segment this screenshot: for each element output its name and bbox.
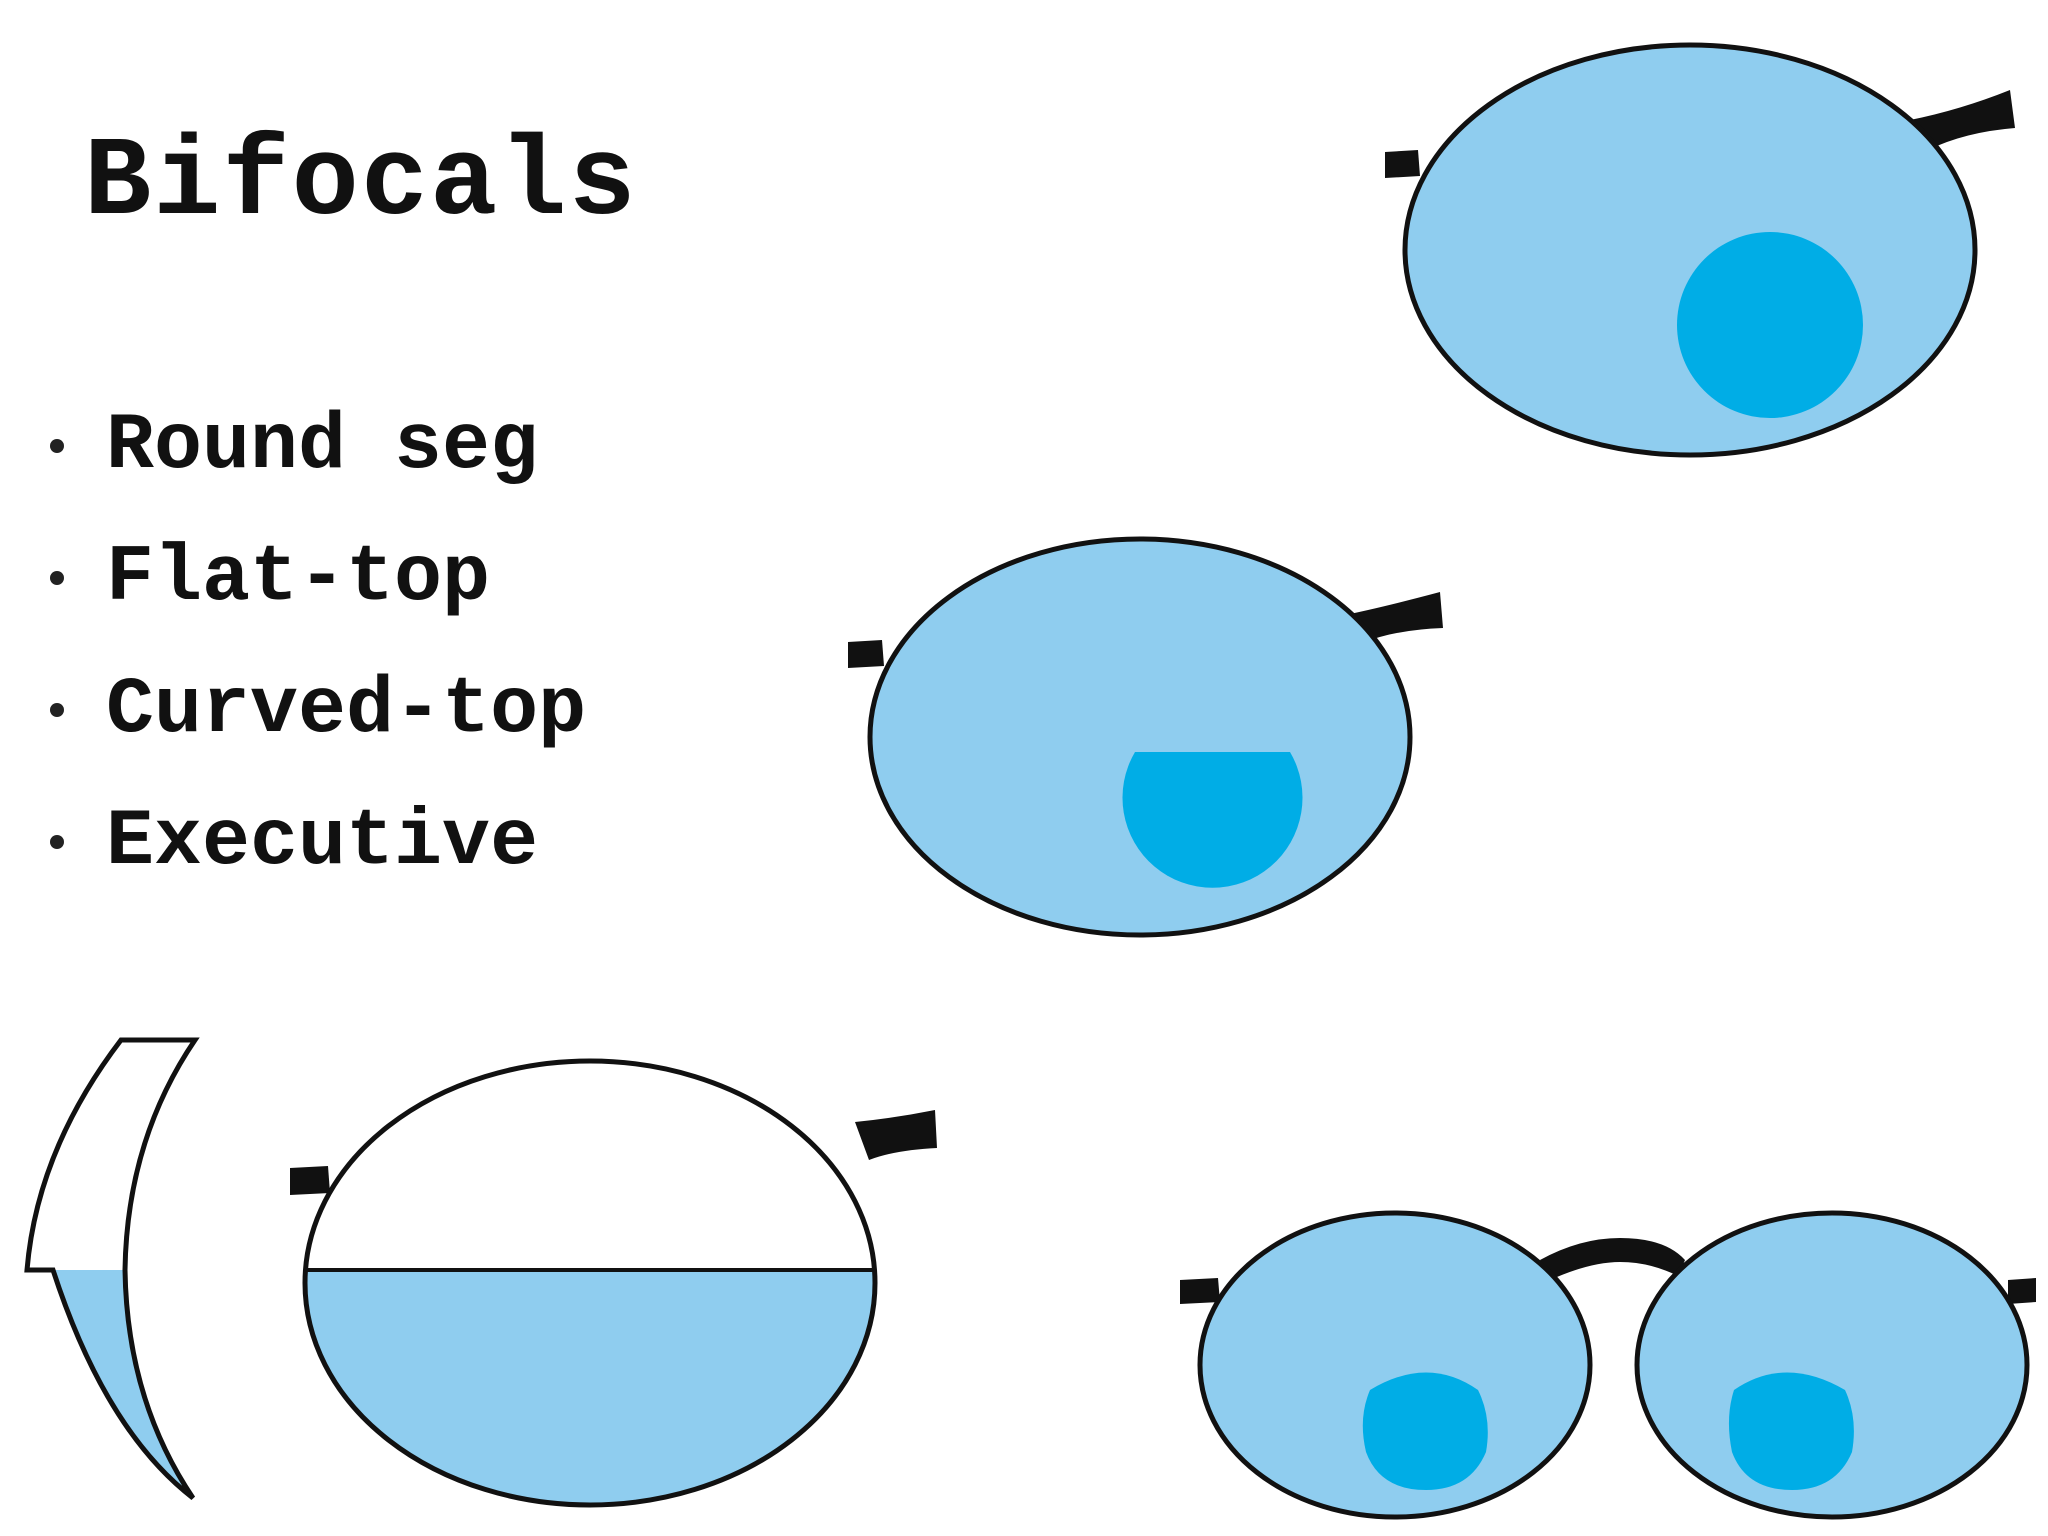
right-temple-arm (855, 1110, 937, 1160)
executive-segment (305, 1270, 875, 1505)
left-temple-stub (290, 1166, 330, 1195)
list-item: Curved-top (50, 644, 586, 776)
executive-lens-illustration (24, 1037, 937, 1508)
bullet-label: Flat-top (106, 532, 491, 624)
bullet-label: Executive (106, 796, 539, 888)
flat-top-lens-illustration (848, 536, 1443, 938)
lens-profile-view (24, 1037, 200, 1500)
flat-top-segment (1122, 752, 1303, 888)
lens-shape (1402, 42, 1978, 458)
bullet-icon (50, 835, 64, 849)
list-item: Executive (50, 776, 586, 908)
bullet-label: Curved-top (106, 664, 587, 756)
lens-outline (302, 1058, 878, 1508)
left-temple-stub (1385, 150, 1420, 178)
left-curved-top-segment (1362, 1372, 1488, 1490)
right-curved-top-segment (1728, 1372, 1854, 1490)
left-temple-stub (848, 640, 884, 668)
bridge (1540, 1238, 1685, 1280)
round-segment (1677, 232, 1863, 418)
curved-top-glasses-illustration (1180, 1210, 2036, 1520)
lens-shape (867, 536, 1413, 938)
bullet-label: Round seg (106, 400, 539, 492)
bifocal-types-list: Round seg Flat-top Curved-top Executive (50, 380, 586, 908)
bullet-icon (50, 703, 64, 717)
list-item: Round seg (50, 380, 586, 512)
profile-outline (24, 1037, 200, 1500)
right-temple-stub (2008, 1278, 2036, 1304)
bullet-icon (50, 571, 64, 585)
round-seg-lens-illustration (1385, 42, 2015, 458)
bullet-icon (50, 439, 64, 453)
left-lens (1197, 1210, 1593, 1520)
list-item: Flat-top (50, 512, 586, 644)
left-temple-stub (1180, 1278, 1220, 1304)
slide-title: Bifocals (84, 120, 638, 247)
right-temple-arm (1910, 90, 2015, 150)
